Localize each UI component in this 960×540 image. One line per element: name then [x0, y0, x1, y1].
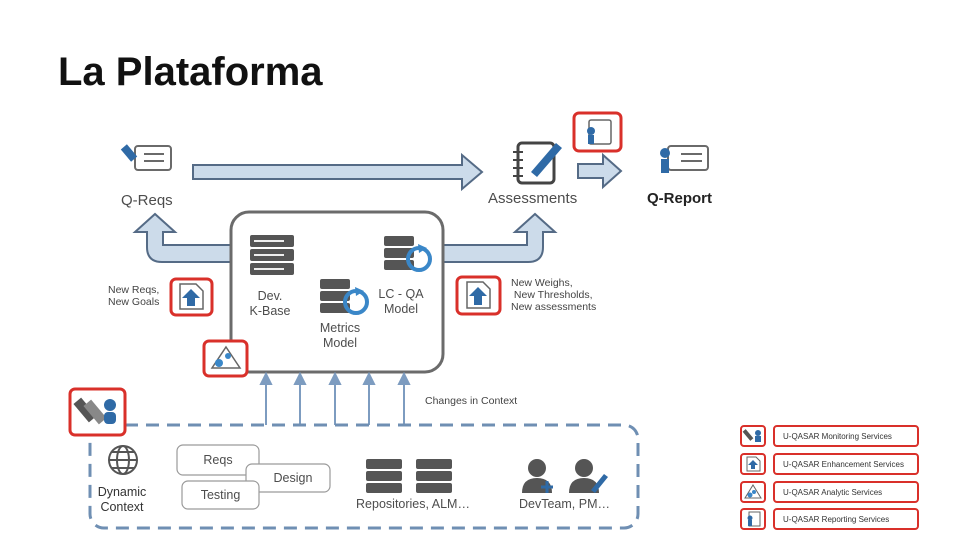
- enhancement-service-icon-left: [169, 277, 214, 317]
- changes-in-context-annotation: Changes in Context: [425, 395, 518, 407]
- metrics-model-icon: [320, 279, 369, 315]
- dynamic-context-box: [88, 423, 640, 530]
- enhancement-service-icon-right: [455, 275, 502, 316]
- dynamic-context-label: Dynamic Context: [97, 485, 147, 514]
- qreqs-icon: [120, 144, 172, 171]
- dev-kbase-label: Dev. K-Base: [249, 289, 291, 318]
- legend-enhancement-icon: [740, 453, 766, 475]
- new-reqs-annotation: New Reqs, New Goals: [108, 284, 160, 308]
- globe-icon: [108, 445, 138, 475]
- design-label: Design: [273, 471, 313, 485]
- design-box: [245, 463, 331, 493]
- curved-arrow-to-qreqs: [132, 212, 233, 263]
- lcqa-model-icon: [384, 236, 432, 272]
- assessments-label: Assessments: [488, 190, 578, 207]
- add-person-icon: [522, 459, 553, 493]
- testing-box: [181, 480, 260, 510]
- repository-server-icon-2: [416, 459, 452, 493]
- report-flow-arrow: [577, 152, 623, 190]
- legend-item-reporting: U-QASAR Reporting Services: [773, 508, 919, 530]
- new-weighs-annotation: New Weighs, New Thresholds, New assessme…: [511, 277, 597, 313]
- repositories-label: Repositories, ALM…: [356, 497, 470, 511]
- context-arrows: [259, 371, 411, 425]
- qreport-label: Q-Report: [647, 190, 712, 207]
- qreport-icon: [660, 145, 709, 173]
- page-title: La Plataforma: [58, 50, 323, 94]
- qreqs-label: Q-Reqs: [121, 192, 173, 209]
- metrics-model-label: Metrics Model: [319, 321, 361, 350]
- reporting-service-icon: [572, 111, 623, 153]
- lcqa-model-label: LC - QA Model: [378, 287, 424, 316]
- monitoring-service-icon: [68, 387, 127, 437]
- legend-monitoring-icon: [740, 425, 766, 447]
- testing-label: Testing: [200, 488, 241, 502]
- legend-reporting-icon: [740, 508, 766, 530]
- reqs-box: [176, 444, 260, 476]
- legend-item-monitoring: U-QASAR Monitoring Services: [773, 425, 919, 447]
- curved-arrow-to-assessments: [442, 212, 558, 263]
- edit-person-icon: [569, 459, 608, 493]
- reqs-label: Reqs: [203, 453, 233, 467]
- main-flow-arrow: [192, 152, 484, 192]
- legend-item-analytic: U-QASAR Analytic Services: [773, 481, 919, 503]
- devteam-label: DevTeam, PM…: [519, 497, 610, 511]
- dev-kbase-server-icon: [250, 235, 294, 275]
- assessments-icon: [513, 141, 562, 185]
- legend-analytic-icon: [740, 481, 766, 503]
- analytic-service-icon: [202, 339, 249, 378]
- legend-item-enhancement: U-QASAR Enhancement Services: [773, 453, 919, 475]
- repository-server-icon-1: [366, 459, 402, 493]
